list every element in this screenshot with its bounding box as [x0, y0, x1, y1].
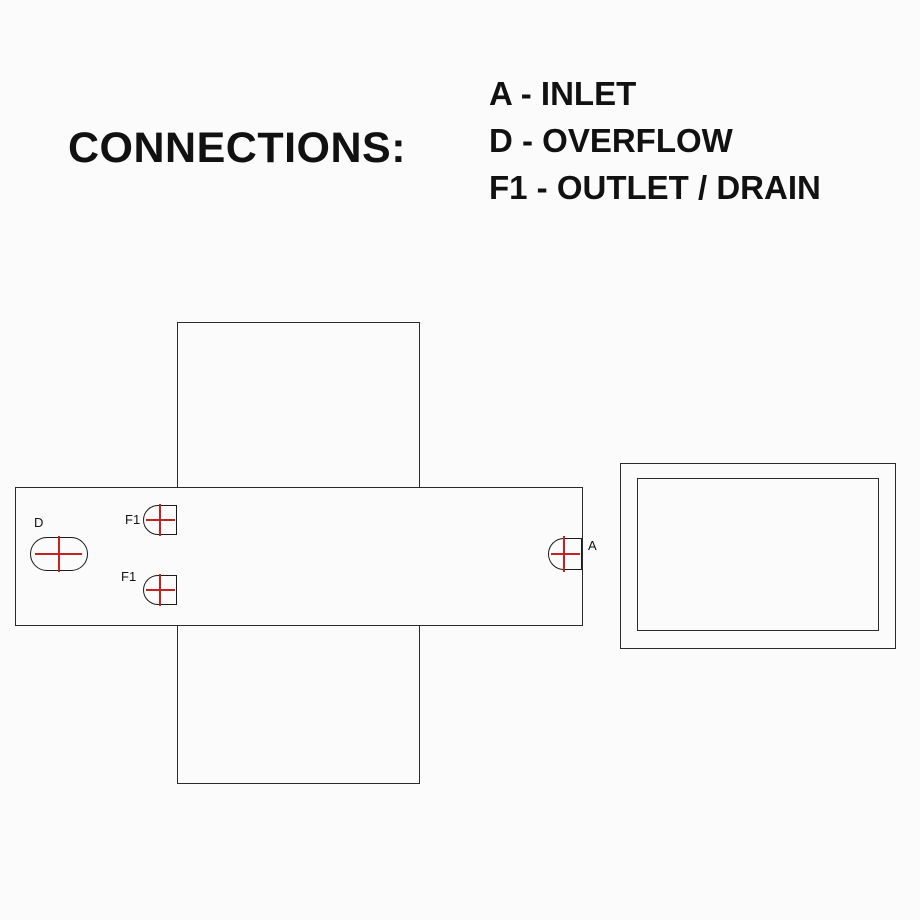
- connection-a-label: A: [588, 538, 597, 553]
- panel-bottom: [177, 625, 420, 784]
- side-panel-outer: [620, 463, 896, 649]
- crosshair-icon: [159, 574, 161, 606]
- panel-middle: [15, 487, 583, 626]
- panel-top: [177, 322, 420, 488]
- crosshair-icon: [563, 536, 565, 572]
- legend-item-outlet-drain: F1 - OUTLET / DRAIN: [489, 169, 821, 206]
- connection-f1-upper-label: F1: [125, 512, 141, 527]
- connection-d-label: D: [34, 515, 44, 530]
- crosshair-icon: [159, 504, 161, 536]
- connection-a-port: [548, 538, 582, 570]
- legend: A - INLET D - OVERFLOW F1 - OUTLET / DRA…: [489, 70, 821, 211]
- side-panel-inner: [637, 478, 879, 631]
- page-title: CONNECTIONS:: [68, 124, 407, 172]
- connection-f1-lower-label: F1: [121, 569, 137, 584]
- legend-item-inlet: A - INLET: [489, 75, 637, 112]
- legend-item-overflow: D - OVERFLOW: [489, 122, 733, 159]
- crosshair-icon: [58, 536, 60, 572]
- crosshair-icon: [551, 553, 580, 555]
